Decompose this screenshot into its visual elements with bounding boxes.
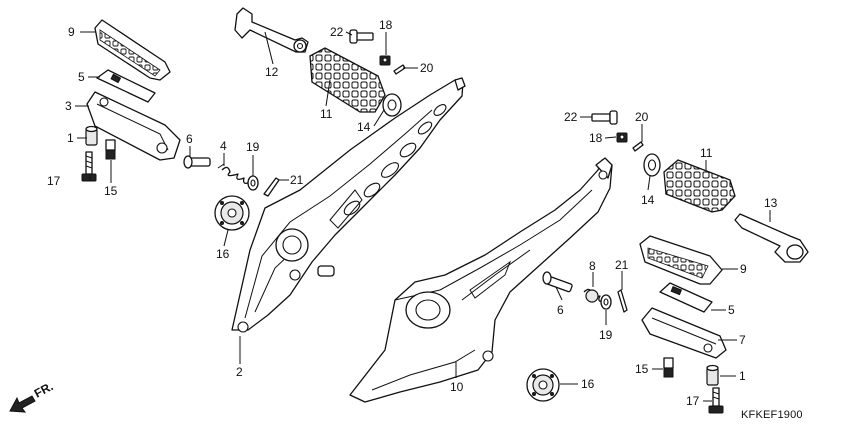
washer-right: [600, 294, 612, 310]
part-label: 16: [581, 377, 595, 391]
part-label: 20: [420, 61, 434, 75]
part-label: 11: [700, 146, 713, 160]
step-rubber-right-lower: [639, 235, 723, 285]
part-label: 13: [764, 196, 778, 210]
part-label: 18: [379, 18, 393, 32]
spring-right: [583, 288, 607, 303]
part-label: 15: [104, 184, 118, 198]
pin-right: [542, 271, 573, 293]
nut-left-upper: [379, 55, 391, 66]
step-plate-right: [659, 282, 713, 313]
leader-lines: [75, 31, 771, 402]
step-rubber-right-upper: [663, 159, 736, 213]
rear-step-bracket: [349, 157, 613, 403]
part-label: 9: [740, 262, 747, 276]
part-label: 14: [641, 193, 655, 207]
part-label: 5: [78, 70, 85, 84]
main-step-bracket: [231, 77, 466, 333]
part-label: 10: [450, 380, 464, 394]
part-label: 22: [564, 110, 578, 124]
part-label: 2: [236, 365, 243, 379]
bolt-right-upper: [591, 110, 618, 125]
part-label: 21: [290, 173, 304, 187]
part-label: 15: [635, 362, 649, 376]
part-label: 19: [599, 328, 613, 342]
washer-left: [247, 175, 259, 191]
part-labels: 9 5 3 1 17 15 6 4 19 21 16 2 12 11 22 18…: [47, 18, 778, 408]
part-label: 8: [589, 259, 596, 273]
part-label: 17: [686, 394, 700, 408]
damper-left: [214, 195, 250, 231]
part-label: 12: [265, 65, 279, 79]
nut-right-upper: [616, 132, 628, 143]
part-label: 14: [357, 120, 371, 134]
washer-large-left: [382, 93, 402, 117]
cotter-pin-right: [617, 289, 628, 313]
step-rubber-left-rear: [309, 47, 386, 113]
part-label: 9: [68, 25, 75, 39]
damper-right: [526, 368, 560, 402]
footrest-bar-left: [234, 7, 309, 53]
diagram-code: KFKEF1900: [741, 409, 803, 421]
part-label: 6: [186, 132, 193, 146]
part-label: 1: [67, 131, 74, 145]
part-label: 16: [216, 247, 230, 261]
washer-large-right: [643, 153, 661, 177]
part-label: 18: [589, 131, 603, 145]
part-label: 22: [330, 25, 344, 39]
part-label: 3: [65, 99, 72, 113]
spring-pin-right: [632, 141, 644, 152]
cotter-pin-left: [263, 177, 280, 197]
direction-label: FR.: [32, 379, 56, 400]
pin-left-front: [183, 155, 211, 169]
part-label: 4: [220, 139, 227, 153]
bolt-left-upper: [349, 29, 374, 44]
part-label: 1: [739, 369, 746, 383]
step-plate-left-front: [96, 69, 156, 103]
part-label: 6: [557, 303, 564, 317]
collar-left-front: [85, 125, 98, 146]
nut-right: [663, 357, 674, 378]
bolt-left-front: [81, 151, 97, 182]
part-label: 5: [728, 303, 735, 317]
front-direction-arrow-icon: FR.: [9, 379, 56, 413]
spring-left: [217, 163, 251, 184]
part-label: 11: [320, 107, 333, 121]
bolt-right: [708, 387, 724, 414]
spring-pin-left: [393, 64, 406, 75]
step-holder-right: [641, 307, 727, 359]
part-label: 21: [615, 258, 629, 272]
nut-left-front: [105, 139, 116, 160]
collar-right: [706, 364, 719, 386]
part-label: 19: [246, 140, 260, 154]
part-label: 17: [47, 174, 61, 188]
part-label: 20: [635, 110, 649, 124]
step-rubber-left-front: [94, 19, 171, 81]
part-label: 7: [739, 333, 746, 347]
footrest-bar-right: [734, 213, 809, 263]
step-holder-left-front: [86, 91, 181, 161]
